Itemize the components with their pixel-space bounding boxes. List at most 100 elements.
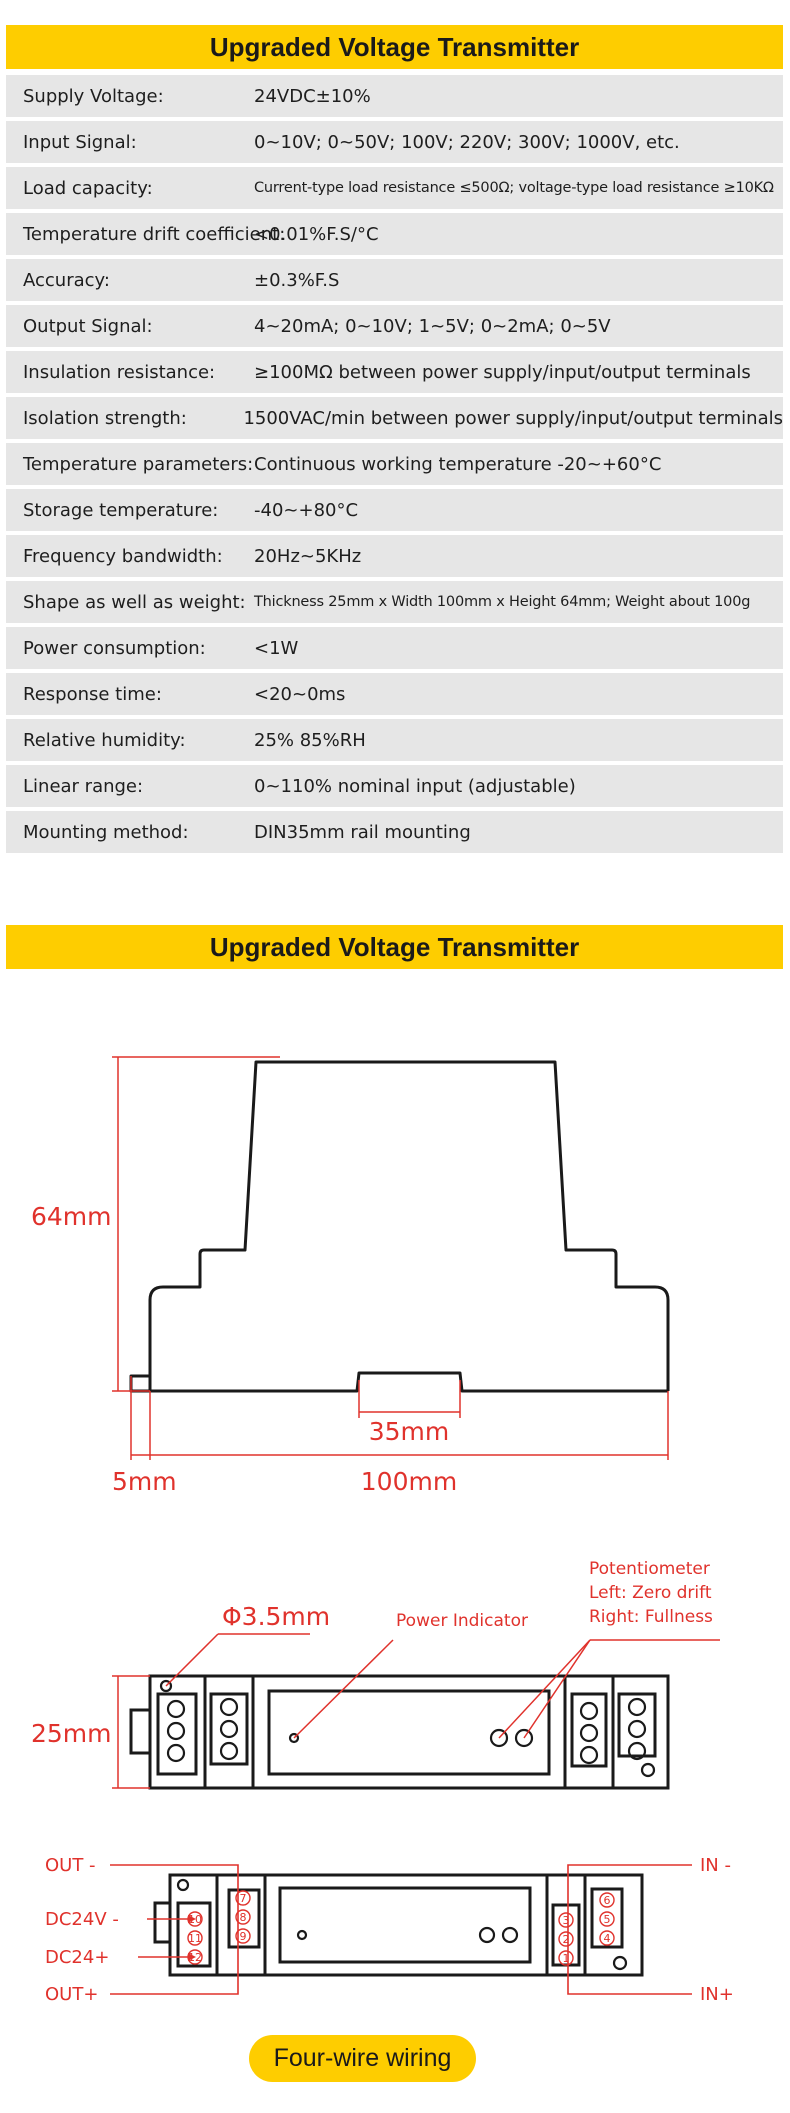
spec-label: Linear range:	[23, 775, 144, 797]
spec-row: Storage temperature:-40~+80°C	[6, 489, 783, 531]
spec-label: Power consumption:	[23, 637, 206, 659]
wiring-pot	[478, 1926, 496, 1944]
spec-value: <1W	[254, 637, 299, 659]
spec-value: <20~0ms	[254, 683, 346, 705]
spec-label: Shape as well as weight:	[23, 591, 246, 613]
spec-row: Output Signal: 4~20mA; 0~10V; 1~5V; 0~2mA…	[6, 305, 783, 347]
potentiometer-label: Potentiometer	[589, 1559, 710, 1579]
potentiometer-zero	[489, 1728, 509, 1748]
spec-value: 0~110% nominal input (adjustable)	[254, 775, 576, 797]
potentiometer-left-label: Left: Zero drift	[589, 1583, 712, 1603]
spec-table: Supply Voltage: 24VDC±10% Input Signal: 0~…	[6, 75, 783, 857]
terminal-number: 7	[240, 1892, 247, 1905]
wiring-mode-badge: Four-wire wiring	[249, 2035, 476, 2082]
spec-value: -40~+80°C	[254, 499, 359, 521]
spec-label: Input Signal:	[23, 131, 137, 153]
spec-value: <0.01%F.S/°C	[254, 223, 379, 245]
spec-row: Mounting method: DIN35mm rail mounting	[6, 811, 783, 853]
foot-rect	[129, 1374, 152, 1393]
diagram-banner-title: Upgraded Voltage Transmitter	[6, 925, 783, 969]
wiring-terminal-block	[590, 1887, 624, 1949]
spec-value: Thickness 25mm x Width 100mm x Height 64…	[254, 594, 751, 610]
in-plus-label: IN+	[700, 1984, 734, 2005]
spec-value: ≥100MΩ between power supply/input/output…	[254, 361, 751, 383]
width-dim-label: 100mm	[361, 1467, 457, 1496]
spec-label: Supply Voltage:	[23, 85, 164, 107]
terminal-block	[156, 1692, 198, 1776]
wiring-terminal-markers	[187, 1890, 615, 1966]
spec-row: Response time: <20~0ms	[6, 673, 783, 715]
spec-label: Relative humidity:	[23, 729, 186, 751]
spec-label: Temperature parameters:	[23, 453, 254, 475]
terminal-number: 2	[563, 1933, 570, 1946]
spec-label: Mounting method:	[23, 821, 189, 843]
wiring-terminal-block	[176, 1901, 212, 1968]
height-dim-label: 64mm	[31, 1202, 112, 1231]
hole-dim-label: Φ3.5mm	[222, 1602, 330, 1631]
terminal-number: 6	[604, 1894, 611, 1907]
spec-label: Output Signal:	[23, 315, 153, 337]
spec-value: 0~10V; 0~50V; 100V; 220V; 300V; 1000V, e…	[254, 131, 680, 153]
out-minus-label: OUT -	[45, 1855, 96, 1876]
power-indicator-led	[288, 1732, 300, 1744]
side-tab	[129, 1708, 152, 1755]
spec-value: DIN35mm rail mounting	[254, 821, 471, 843]
spec-label: Response time:	[23, 683, 162, 705]
front-dimension-lines	[112, 1056, 669, 1460]
top-terminal-screws	[159, 1679, 656, 1778]
spec-value: 1500VAC/min between power supply/input/o…	[243, 407, 783, 429]
spec-label: Accuracy:	[23, 269, 110, 291]
spec-value: Continuous working temperature -20~+60°C	[254, 453, 662, 475]
foot-dim-label: 5mm	[112, 1467, 177, 1496]
wiring-lead-arrows	[188, 1915, 196, 1961]
top-view	[129, 1674, 670, 1790]
terminal-block	[570, 1692, 608, 1768]
spec-value: 25% 85%RH	[254, 729, 366, 751]
spec-row: Supply Voltage: 24VDC±10%	[6, 75, 783, 117]
base-line	[150, 1371, 668, 1393]
dimension-diagram: 64mm 35mm 5mm 100mm Φ3.5m	[31, 1056, 734, 2005]
mounting-hole	[159, 1679, 173, 1693]
spec-value: 24VDC±10%	[254, 85, 371, 107]
wiring-led	[296, 1929, 308, 1941]
terminal-number: 4	[604, 1932, 611, 1945]
housing-outline	[148, 1060, 670, 1391]
top-window	[267, 1689, 551, 1776]
spec-row: Accuracy: ±0.3%F.S	[6, 259, 783, 301]
potentiometer-right-label: Right: Fullness	[589, 1607, 713, 1627]
dc24-plus-label: DC24+	[45, 1947, 109, 1968]
wiring-details	[176, 1878, 628, 1971]
slot-dim-label: 35mm	[369, 1417, 450, 1446]
spec-row: Temperature drift coefficient:<0.01%F.S/…	[6, 213, 783, 255]
terminal-number: 3	[563, 1914, 570, 1927]
terminal-number: 1	[563, 1952, 570, 1965]
terminal-block	[209, 1692, 249, 1766]
terminal-block	[617, 1692, 657, 1758]
terminal-number: 9	[240, 1930, 247, 1943]
front-view	[129, 1060, 670, 1393]
spec-label: Insulation resistance:	[23, 361, 216, 383]
wiring-window	[278, 1886, 532, 1964]
spec-row: Insulation resistance: ≥100MΩ between pow…	[6, 351, 783, 393]
terminal-number: 5	[604, 1913, 611, 1926]
spec-row: Temperature parameters:Continuous workin…	[6, 443, 783, 485]
wiring-pot	[501, 1926, 519, 1944]
out-plus-label: OUT+	[45, 1984, 98, 2005]
spec-value: Current-type load resistance ≤500Ω; volt…	[254, 180, 774, 196]
wiring-leads	[110, 1864, 692, 1995]
mounting-hole	[640, 1762, 656, 1778]
spec-row: Input Signal: 0~10V; 0~50V; 100V; 220V; 3…	[6, 121, 783, 163]
spec-label: Frequency bandwidth:	[23, 545, 223, 567]
wiring-side-tab	[153, 1901, 172, 1944]
spec-label: Load capacity:	[23, 177, 153, 199]
dc24v-minus-label: DC24V -	[45, 1909, 119, 1930]
terminal-number: 11	[188, 1932, 202, 1945]
power-indicator-label: Power Indicator	[396, 1611, 528, 1631]
spec-value: ±0.3%F.S	[254, 269, 340, 291]
spec-row: Load capacity: Current-type load resistan…	[6, 167, 783, 209]
spec-value: 4~20mA; 0~10V; 1~5V; 0~2mA; 0~5V	[254, 315, 611, 337]
spec-row: Shape as well as weight: Thickness 25mm x…	[6, 581, 783, 623]
terminal-number: 8	[240, 1911, 247, 1924]
spec-row: Isolation strength:1500VAC/min between p…	[6, 397, 783, 439]
spec-banner-title: Upgraded Voltage Transmitter	[6, 25, 783, 69]
